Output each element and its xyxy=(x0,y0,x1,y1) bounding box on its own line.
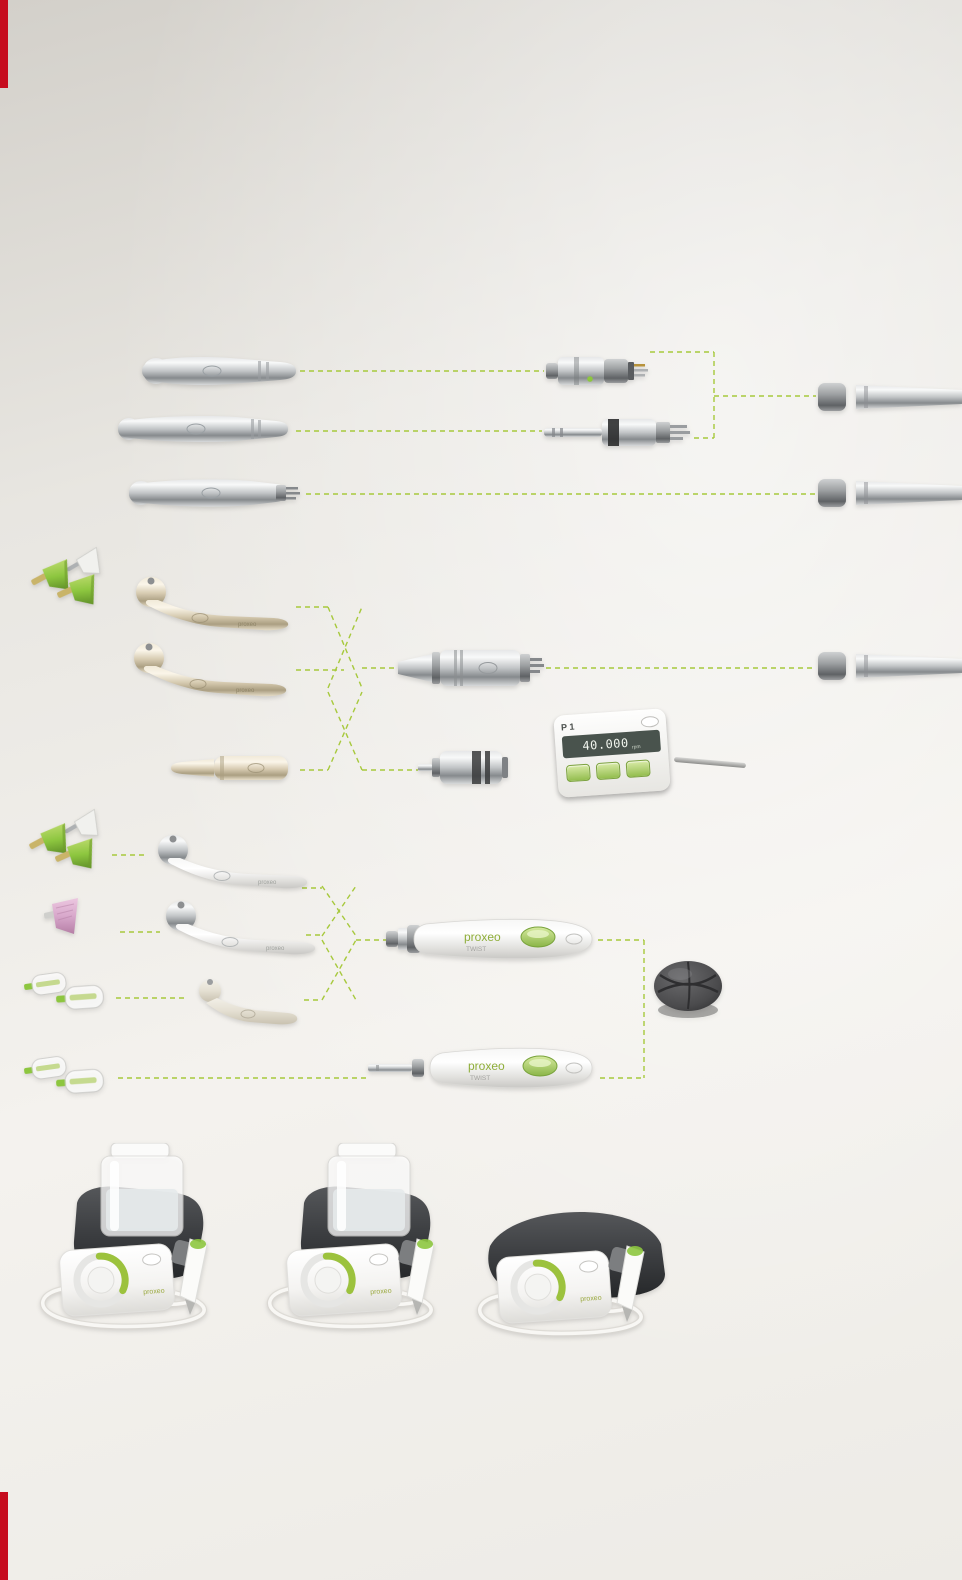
wh-logo-oval xyxy=(202,365,222,377)
turbine-handpiece-2 xyxy=(118,416,288,442)
prophy-cup-green-a2 xyxy=(54,574,98,609)
control-button-3 xyxy=(625,759,651,779)
handpiece-rest-rod xyxy=(673,756,747,769)
page-edge-red-mark-top xyxy=(0,0,8,88)
wh-logo-oval xyxy=(478,662,498,674)
supply-hose-cap-1 xyxy=(818,383,846,411)
straight-handpiece xyxy=(171,756,288,780)
contra-angle-champagne-2: proxeo xyxy=(134,643,287,697)
wh-logo-oval xyxy=(201,487,221,499)
control-button-1 xyxy=(565,763,591,783)
control-button-2 xyxy=(595,761,621,781)
contra-angle-champagne-1: proxeo xyxy=(136,577,289,631)
piezo-scaler-station-2 xyxy=(252,1143,435,1338)
air-motor xyxy=(398,650,544,686)
rpm-unit: rpm xyxy=(631,743,641,751)
handpiece-model-label: TWIST xyxy=(470,1075,490,1082)
supply-hose-3 xyxy=(856,654,962,678)
prophy-cup-green-b2 xyxy=(52,838,96,873)
prophy-contra-angle-2: proxeo xyxy=(166,901,316,955)
supply-hose-1 xyxy=(856,385,962,409)
wh-logo-oval xyxy=(191,613,209,623)
turbine-handpiece-1 xyxy=(142,357,296,385)
coupling-led xyxy=(587,376,593,382)
piezo-scaler-station-1 xyxy=(25,1143,208,1338)
handpiece-brand-label: proxeo xyxy=(266,946,285,952)
wh-logo-oval xyxy=(240,1009,256,1019)
wh-logo-oval xyxy=(565,933,583,945)
wh-logo-oval xyxy=(565,1062,583,1074)
handpiece-brand-label: proxeo xyxy=(464,930,501,944)
four-hole-coupling xyxy=(544,419,690,446)
handpiece-brand-label: proxeo xyxy=(258,880,277,886)
prophy-contra-angle-1: proxeo xyxy=(158,835,308,889)
prophy-angle-attachment xyxy=(199,979,298,1025)
cordless-prophy-handpiece-air: proxeo TWIST xyxy=(386,918,593,960)
piezo-scaler-station-3 xyxy=(462,1212,665,1345)
wh-logo-oval xyxy=(189,679,207,689)
handpiece-brand-label: proxeo xyxy=(236,688,255,694)
supply-hose-cap-3 xyxy=(818,652,846,680)
wh-logo-oval xyxy=(640,715,660,728)
electric-motor xyxy=(418,751,508,784)
handpiece-model-label: TWIST xyxy=(466,946,486,953)
cordless-prophy-handpiece-lp: proxeo TWIST xyxy=(368,1047,593,1089)
control-unit-panel: P 1 40.000 rpm xyxy=(553,708,671,798)
quick-coupling xyxy=(546,357,648,385)
page-edge-red-mark-bottom xyxy=(0,1492,8,1580)
rpm-value: 40.000 xyxy=(581,735,630,754)
wh-logo-oval xyxy=(247,763,265,773)
wh-logo-oval xyxy=(213,871,231,881)
supply-hose-2 xyxy=(856,481,962,505)
wireless-foot-control xyxy=(654,961,722,1018)
prophy-cup-pink xyxy=(44,898,78,934)
wh-logo-oval xyxy=(221,937,239,947)
screw-in-prophy-cup-2b xyxy=(55,1068,105,1096)
screw-in-prophy-cup-1b xyxy=(55,984,105,1012)
supply-hose-cap-2 xyxy=(818,479,846,507)
wh-logo-oval xyxy=(186,423,206,435)
motor-control-unit: P 1 40.000 rpm xyxy=(553,708,671,798)
handpiece-brand-label: proxeo xyxy=(238,622,257,628)
lcd-display: 40.000 rpm xyxy=(561,729,662,759)
program-indicator: P 1 xyxy=(560,721,575,733)
turbine-handpiece-3 xyxy=(129,479,300,507)
handpiece-brand-label: proxeo xyxy=(468,1059,505,1073)
